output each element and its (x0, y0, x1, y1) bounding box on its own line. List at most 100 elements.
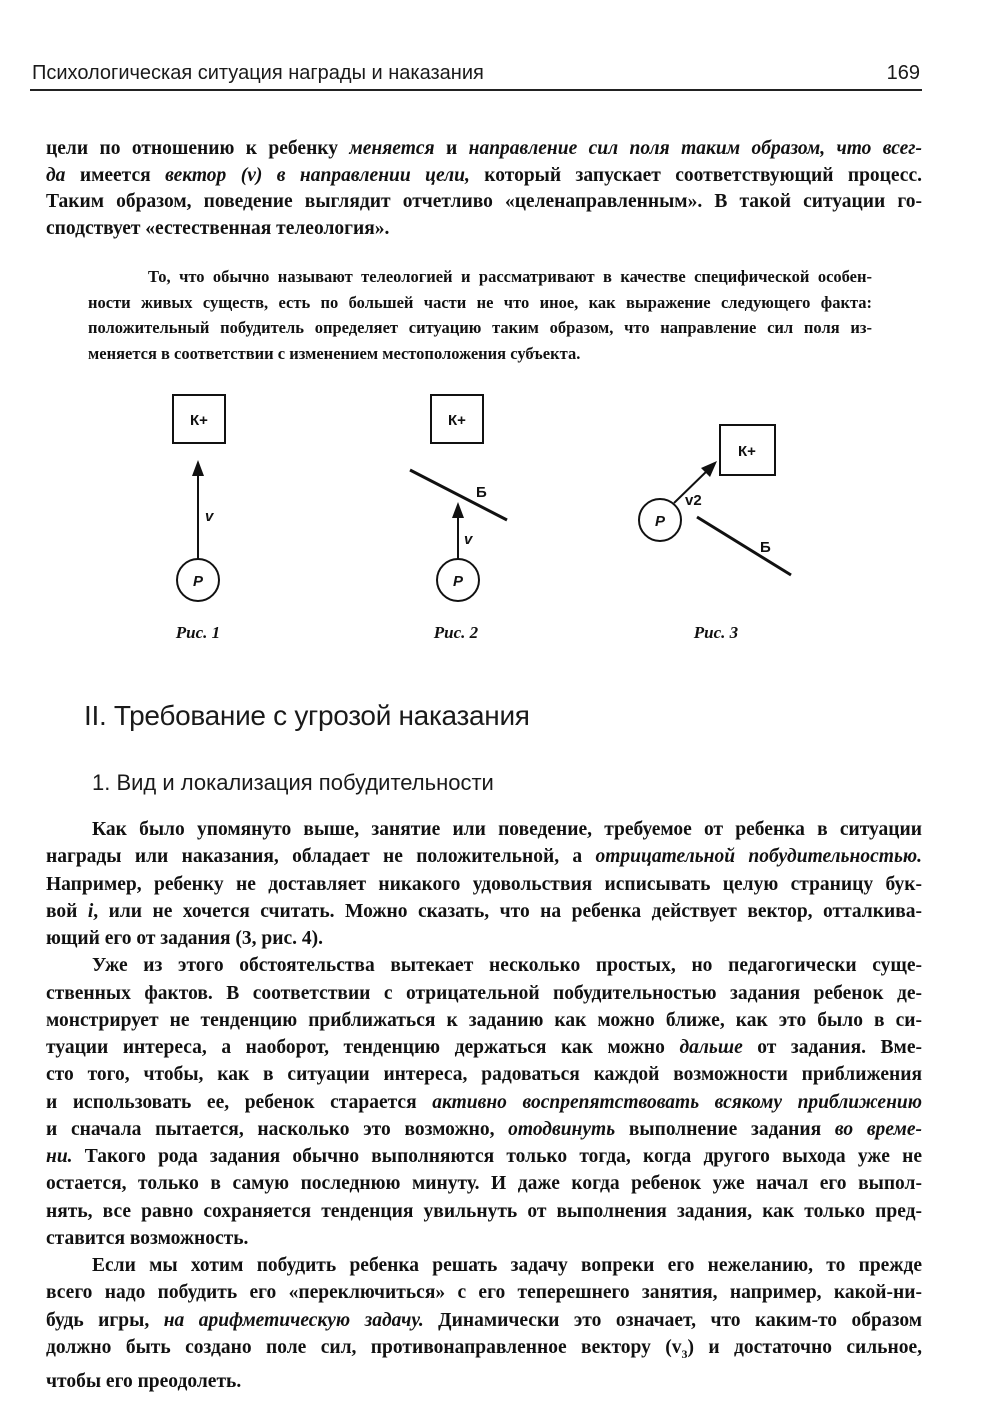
text-line: меняется в соответствии с изменением мес… (88, 341, 872, 367)
text-line: да имеется вектор (v) в направлении цели… (46, 163, 922, 190)
emphasis-text: отрицательной побудительностью. (595, 846, 922, 868)
arrowhead-icon (452, 502, 464, 518)
emphasis-text: активно воспрепятствовать всякому прибли… (432, 1091, 922, 1113)
text-run: 3 (681, 1346, 688, 1361)
barrier-label: Б (476, 484, 487, 501)
goal-label: К+ (190, 412, 208, 429)
text-line: То, что обычно называют телеологией и ра… (88, 264, 872, 290)
text-run: награды или наказания, обладает не полож… (46, 846, 596, 868)
text-run: ственных фактов. В соответствии с отрица… (46, 982, 922, 1004)
text-run: монстрирует не тенденцию приближаться к … (46, 1009, 922, 1031)
text-run: всего надо побудить его «переключиться» … (46, 1282, 922, 1304)
emphasis-text: дальше (679, 1037, 743, 1058)
text-run: и использовать ее, ребенок старается (46, 1091, 433, 1113)
small-print-paragraph: То, что обычно называют телеологией и ра… (88, 264, 872, 366)
text-run: туации интереса, а наоборот, тенденцию д… (46, 1037, 680, 1058)
text-line: положительный побудитель определяет ситу… (88, 315, 872, 341)
text-line: ставится возможность. (46, 1225, 922, 1252)
text-run: Как было упомянуто выше, занятие или пов… (92, 819, 922, 840)
text-run: сподствует «естественная телеология». (46, 217, 390, 239)
text-line: ющий его от задания (3, рис. 4). (46, 925, 922, 952)
text-line: Таким образом, поведение выглядит отчетл… (46, 189, 922, 216)
emphasis-text: меняется (349, 138, 435, 159)
paragraph: Как было упомянуто выше, занятие или пов… (46, 816, 922, 952)
top-paragraph: цели по отношению к ребенку меняется и н… (46, 136, 922, 242)
text-run: и (434, 138, 469, 159)
person-circle-3 (638, 498, 682, 542)
barrier-line-3 (696, 515, 792, 577)
emphasis-text: во време- (834, 1118, 922, 1140)
header-rule (30, 89, 922, 91)
text-line: награды или наказания, обладает не полож… (46, 843, 922, 870)
text-line: ственных фактов. В соответствии с отрица… (46, 980, 922, 1007)
text-line: Уже из этого обстоятельства вытекает нес… (46, 952, 922, 979)
vector-label: v (464, 531, 474, 548)
text-run: ставится возможность. (46, 1227, 249, 1249)
goal-box-1 (172, 394, 226, 444)
text-run: ности живых существ, есть по большей час… (88, 292, 872, 312)
text-run: остается, только в самую последнюю минут… (46, 1173, 922, 1195)
text-run: будь игры, (46, 1309, 164, 1331)
paragraph: Уже из этого обстоятельства вытекает нес… (46, 952, 922, 1252)
text-line: Например, ребенку не доставляет никакого… (46, 871, 922, 898)
barrier-line-2 (409, 468, 508, 522)
barrier-label: Б (760, 539, 771, 556)
text-run: сто того, чтобы, как в ситуации интереса… (46, 1064, 922, 1086)
emphasis-text: да (46, 164, 66, 186)
text-line: и использовать ее, ребенок старается акт… (46, 1089, 922, 1116)
body-paragraphs: Как было упомянуто выше, занятие или пов… (46, 816, 922, 1395)
section-heading: II. Требование с угрозой наказания (84, 700, 530, 731)
text-line: цели по отношению к ребенку меняется и н… (46, 136, 922, 163)
person-label: P (655, 513, 666, 530)
text-line: монстрирует не тенденцию приближаться к … (46, 1007, 922, 1034)
text-run: вой (46, 900, 88, 922)
text-line: вой i, или не хочется считать. Можно ска… (46, 898, 922, 925)
text-line: будь игры, на арифметическую задачу. Дин… (46, 1307, 922, 1334)
text-run: должно быть создано поле сил, противонап… (46, 1336, 682, 1358)
text-run: и сначала пытается, насколько это возмож… (46, 1118, 509, 1140)
emphasis-text: на арифметическую задачу. (163, 1309, 424, 1331)
text-run: ющий его от задания (3, рис. 4). (46, 928, 323, 949)
goal-label: К+ (448, 412, 466, 429)
text-line: Как было упомянуто выше, занятие или пов… (46, 816, 922, 843)
vector-label: v2 (685, 492, 702, 509)
text-line: туации интереса, а наоборот, тенденцию д… (46, 1034, 922, 1061)
text-run: положительный побудитель определяет ситу… (88, 318, 872, 338)
text-run: меняется в соответствии с изменением мес… (88, 343, 581, 363)
text-line: ности живых существ, есть по большей час… (88, 290, 872, 316)
text-run: , или не хочется считать. Можно сказать,… (93, 900, 922, 922)
arrowhead-icon (701, 461, 717, 477)
vector-arrow-3 (673, 467, 711, 504)
text-run: То, что обычно называют телеологией и ра… (148, 267, 872, 286)
emphasis-text: направление сил поля таким образом, что … (468, 138, 922, 159)
person-circle-2 (436, 558, 480, 602)
goal-label: К+ (738, 443, 756, 460)
paragraph: Если мы хотим побудить ребенка решать за… (46, 1252, 922, 1395)
text-run: который запускает соответствующий процес… (469, 164, 922, 186)
text-run: цели по отношению к ребенку (46, 138, 350, 159)
arrowhead-icon (192, 460, 204, 476)
text-line: должно быть создано поле сил, противонап… (46, 1334, 922, 1368)
text-line: сподствует «естественная телеология». (46, 216, 922, 243)
text-run: чтобы его преодолеть. (46, 1370, 242, 1392)
text-run: нять, все равно сохраняется тенденция ув… (46, 1200, 922, 1222)
page-number: 169 (886, 62, 920, 84)
text-run: Такого рода задания обычно выполняются т… (72, 1146, 922, 1167)
text-line: чтобы его преодолеть. (46, 1368, 922, 1395)
text-run: Если мы хотим побудить ребенка решать за… (92, 1255, 922, 1276)
goal-box-2 (430, 394, 484, 444)
figure-caption-1: Рис. 1 (175, 623, 220, 642)
figure-caption-3: Рис. 3 (693, 623, 739, 642)
running-header: Психологическая ситуация награды и наказ… (32, 62, 920, 85)
vector-label: v (205, 508, 215, 525)
text-run: Уже из этого обстоятельства вытекает нес… (92, 955, 922, 977)
text-line: нять, все равно сохраняется тенденция ув… (46, 1198, 922, 1225)
emphasis-text: ни. (46, 1146, 73, 1167)
person-label: P (193, 573, 204, 590)
running-title: Психологическая ситуация награды и наказ… (32, 62, 484, 84)
emphasis-text: отодвинуть (508, 1118, 616, 1140)
text-run: Динамически это означает, что каким-то о… (423, 1309, 922, 1331)
text-line: сто того, чтобы, как в ситуации интереса… (46, 1061, 922, 1088)
text-run: выполнение задания (615, 1118, 835, 1140)
goal-box-3 (719, 424, 776, 476)
